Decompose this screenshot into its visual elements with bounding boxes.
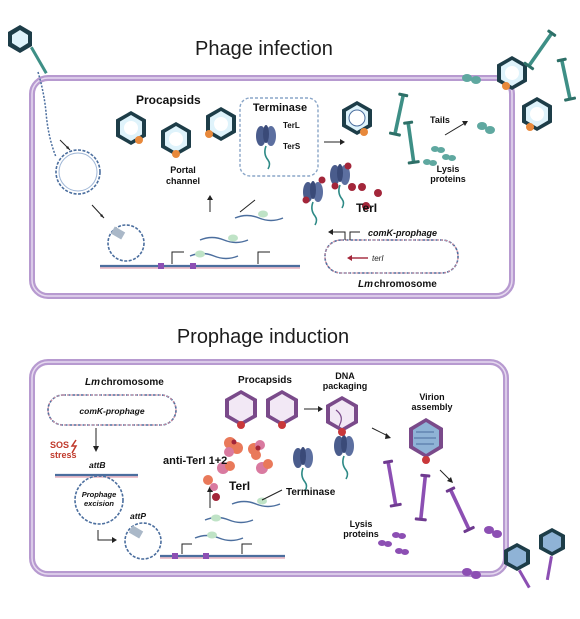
label-comk-bottom: comK-prophage	[79, 406, 144, 416]
label-lysis-bottom-2: proteins	[343, 529, 379, 539]
label-lm-bottom: Lm	[85, 377, 100, 388]
lm-chromosome-bottom	[47, 394, 177, 426]
transcripts	[189, 195, 284, 260]
transcripts-bottom	[194, 486, 283, 542]
teri-dot-2	[255, 445, 261, 451]
infecting-phage	[8, 25, 57, 158]
procapsids-top	[116, 107, 236, 158]
circular-dna-bottom	[124, 522, 285, 560]
lysis-proteins-top	[423, 146, 456, 166]
label-comk-top: comK-prophage	[368, 228, 437, 238]
label-lysis-bottom-1: Lysis	[350, 519, 373, 529]
released-phages-bottom	[504, 528, 565, 589]
label-chromosome-top: chromosome	[374, 279, 437, 290]
label-stress: stress	[50, 450, 77, 460]
arrow-to-release-bottom	[439, 469, 451, 481]
label-lysis-top-2: proteins	[430, 174, 466, 184]
terminase-box	[239, 97, 319, 177]
bottom-panel-title: Prophage induction	[177, 326, 349, 348]
packaging-capsid	[326, 396, 358, 480]
tails-bottom	[381, 459, 476, 534]
label-portal: Portal	[170, 165, 196, 175]
top-panel-title: Phage infection	[195, 38, 333, 60]
teri-dot-1	[231, 439, 237, 445]
lightning-icon	[70, 439, 78, 454]
circular-phage-dna	[55, 149, 101, 195]
label-terminase-bottom: Terminase	[286, 487, 336, 498]
released-phages-top	[497, 28, 577, 131]
label-procapsids-bottom: Procapsids	[238, 375, 292, 386]
label-terminase-top: Terminase	[253, 102, 307, 114]
label-anti-teri: anti-TerI 1+2	[163, 455, 227, 467]
label-lm-top: Lm	[358, 279, 373, 290]
label-virion: Virion	[419, 392, 444, 402]
terminase-icon-bottom	[292, 446, 314, 492]
label-ters: TerS	[283, 142, 301, 151]
arrow-release	[444, 122, 466, 136]
label-dna: DNA	[335, 371, 355, 381]
label-terl: TerL	[283, 121, 300, 130]
label-sos: SOS	[50, 440, 69, 450]
membrane-pores-bottom	[462, 526, 502, 579]
label-packaging: packaging	[323, 381, 368, 391]
label-excision-2: excision	[84, 499, 114, 508]
excision-circle	[74, 475, 124, 525]
label-teri-gene: terI	[372, 254, 384, 263]
terminase-teri-complex	[302, 162, 352, 226]
procapsids-bottom	[225, 390, 298, 429]
top-cell-membrane-inner	[31, 77, 513, 297]
teri-free	[212, 493, 220, 501]
label-chromosome-bottom: chromosome	[101, 377, 164, 388]
arrow-to-virion	[371, 427, 389, 437]
arrow-to-circular	[97, 530, 112, 541]
label-teri-bottom: TerI	[229, 479, 250, 493]
label-attp: attP	[130, 511, 146, 521]
lm-chromosome-top	[324, 229, 459, 274]
lysis-proteins-bottom	[378, 532, 409, 555]
label-tails: Tails	[430, 115, 450, 125]
terminase-icon	[255, 124, 277, 170]
integrated-dna	[100, 224, 300, 269]
tails-top	[388, 92, 420, 165]
teri-proteins-top	[348, 183, 382, 210]
bottom-cell-membrane-inner	[31, 361, 507, 575]
label-procapsids-top: Procapsids	[136, 93, 201, 107]
label-teri-top: TerI	[356, 201, 377, 215]
membrane-pores-top	[462, 74, 495, 134]
assembled-virion	[409, 418, 443, 464]
label-excision-1: Prophage	[82, 490, 117, 499]
label-attb: attB	[89, 460, 106, 470]
label-assembly: assembly	[411, 402, 452, 412]
label-channel: channel	[166, 176, 200, 186]
label-lysis-top-1: Lysis	[437, 164, 460, 174]
filled-capsid-top	[342, 101, 372, 136]
